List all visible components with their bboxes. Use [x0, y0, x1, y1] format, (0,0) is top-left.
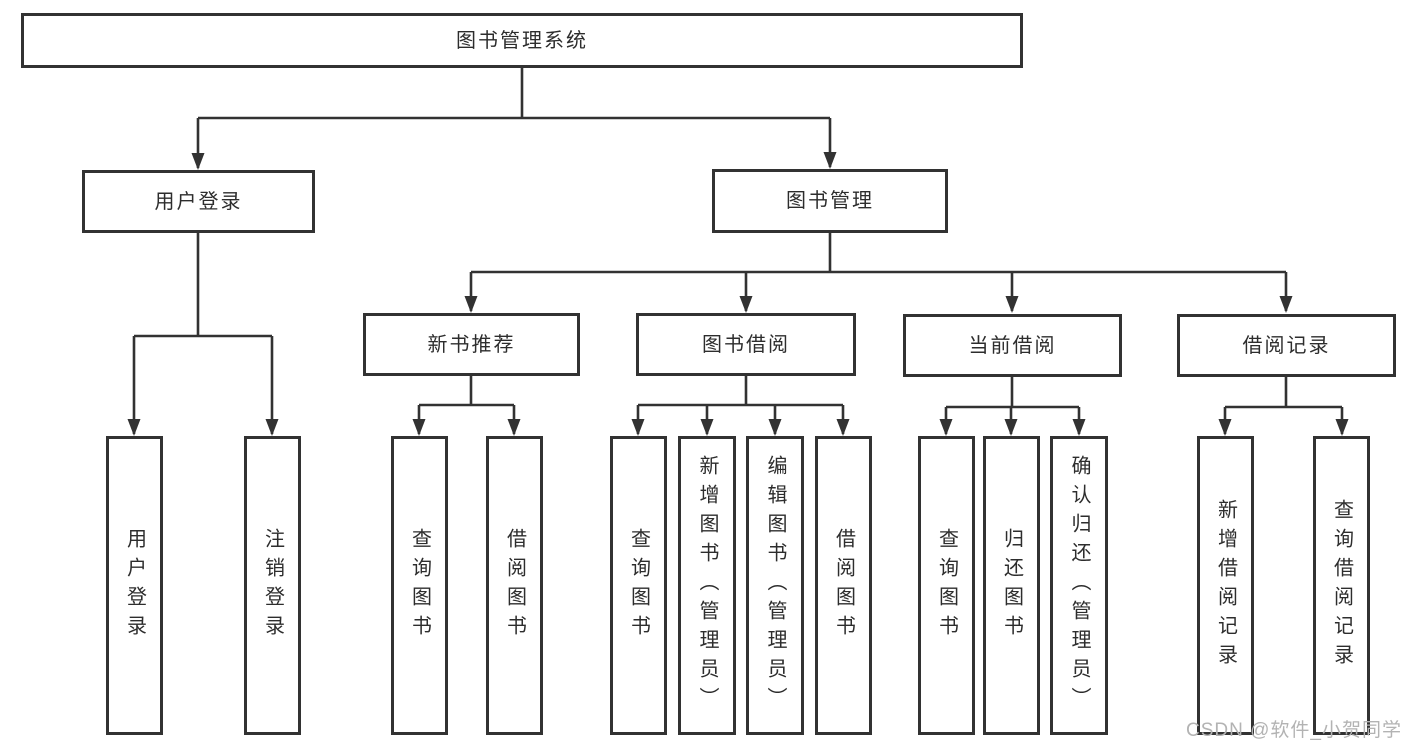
- node-book-borrowing: 图书借阅: [636, 313, 856, 376]
- node-borrow-books-recommend: 借阅图书: [486, 436, 543, 735]
- node-query-books-borrowing: 查询图书: [610, 436, 667, 735]
- node-new-book-recommend: 新书推荐: [363, 313, 580, 376]
- node-confirm-return-admin: 确认归还（管理员）: [1050, 436, 1108, 735]
- node-query-books-recommend: 查询图书: [391, 436, 448, 735]
- node-logout-action: 注销登录: [244, 436, 301, 735]
- node-query-books-current: 查询图书: [918, 436, 975, 735]
- node-user-login: 用户登录: [82, 170, 315, 233]
- node-return-books: 归还图书: [983, 436, 1040, 735]
- node-user-login-action: 用户登录: [106, 436, 163, 735]
- node-edit-books-admin: 编辑图书（管理员）: [746, 436, 804, 735]
- node-book-management: 图书管理: [712, 169, 948, 233]
- node-add-borrow-record: 新增借阅记录: [1197, 436, 1254, 735]
- node-borrow-books-borrowing: 借阅图书: [815, 436, 872, 735]
- node-add-books-admin: 新增图书（管理员）: [678, 436, 736, 735]
- node-borrowing-records: 借阅记录: [1177, 314, 1396, 377]
- node-query-borrow-record: 查询借阅记录: [1313, 436, 1370, 735]
- node-library-system: 图书管理系统: [21, 13, 1023, 68]
- node-current-borrowing: 当前借阅: [903, 314, 1122, 377]
- watermark: CSDN @软件_小贺同学: [1186, 720, 1402, 741]
